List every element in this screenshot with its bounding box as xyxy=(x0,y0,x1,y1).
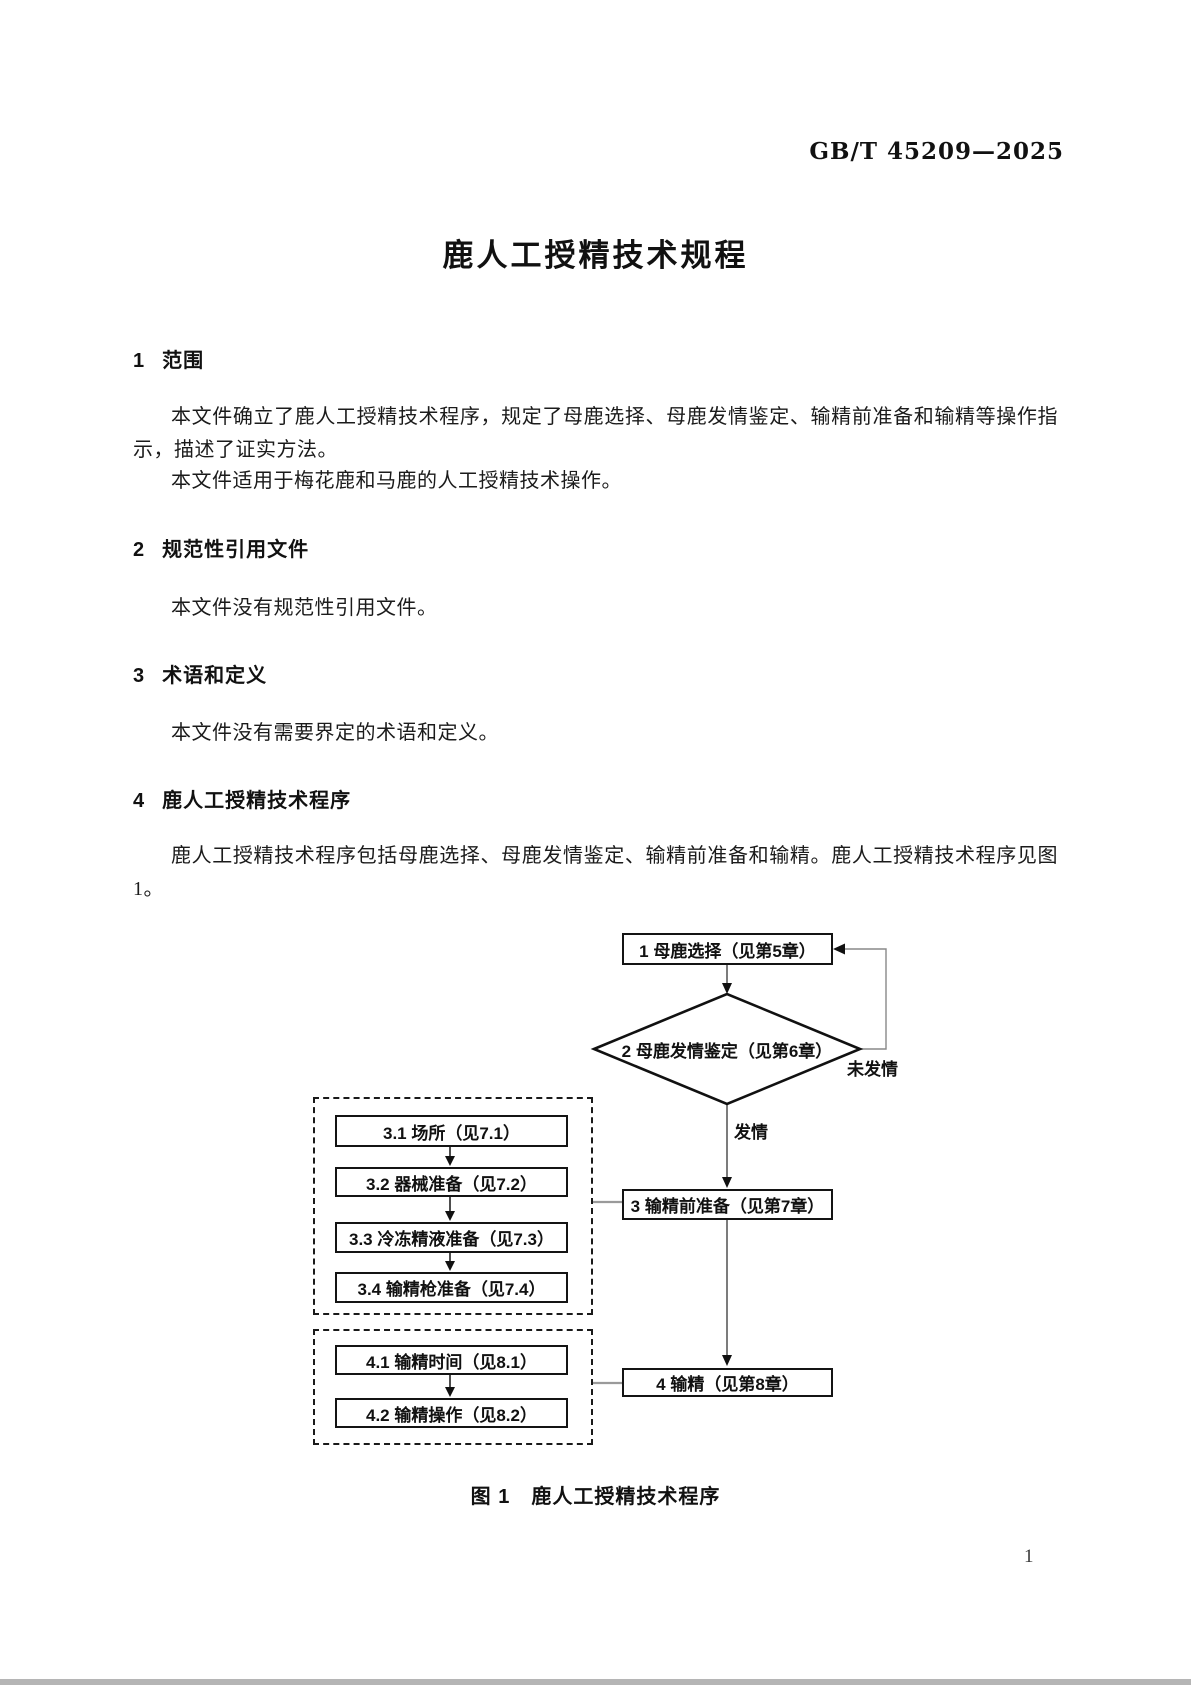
flow-node-doe-selection: 1 母鹿选择（见第5章） xyxy=(622,933,833,965)
flow-node-estrus-identification: 2 母鹿发情鉴定（见第6章） xyxy=(621,1041,833,1061)
scan-edge-artifact xyxy=(0,1679,1191,1685)
flow-node-pre-insemination-prep: 3 输精前准备（见第7章） xyxy=(622,1189,833,1220)
flowchart-connectors xyxy=(445,943,887,1397)
section-heading-normative-references: 2 规范性引用文件 xyxy=(133,533,1058,562)
flow-node-site: 3.1 场所（见7.1） xyxy=(335,1115,568,1147)
edge-label-in-estrus: 发情 xyxy=(734,1123,768,1142)
flow-node-insemination-operation: 4.2 输精操作（见8.2） xyxy=(335,1398,568,1428)
figure-caption: 图 1 鹿人工授精技术程序 xyxy=(470,1486,721,1508)
section-heading-scope: 1 范围 xyxy=(133,344,1058,373)
flowchart-figure: 1 母鹿选择（见第5章） 2 母鹿发情鉴定（见第6章） 未发情 发情 3 输精前… xyxy=(0,900,1191,1460)
paragraph: 本文件确立了鹿人工授精技术程序，规定了母鹿选择、母鹿发情鉴定、输精前准备和输精等… xyxy=(133,406,1058,461)
flow-node-insemination-time: 4.1 输精时间（见8.1） xyxy=(335,1345,568,1375)
paragraph: 鹿人工授精技术程序包括母鹿选择、母鹿发情鉴定、输精前准备和输精。鹿人工授精技术程… xyxy=(133,845,1058,900)
section-number: 4 xyxy=(133,790,145,812)
decision-diamond-shape xyxy=(590,992,864,1106)
prep-steps-group-frame xyxy=(313,1097,593,1315)
paragraph: 本文件没有需要界定的术语和定义。 xyxy=(171,722,499,744)
document-title: 鹿人工授精技术规程 xyxy=(442,238,749,273)
flow-node-insemination-gun-prep: 3.4 输精枪准备（见7.4） xyxy=(335,1272,568,1303)
section-heading-text: 鹿人工授精技术程序 xyxy=(162,790,352,812)
section-heading-terms-definitions: 3 术语和定义 xyxy=(133,659,1058,688)
paragraph: 本文件没有规范性引用文件。 xyxy=(171,597,438,619)
section-heading-text: 范围 xyxy=(162,350,205,372)
section-heading-text: 术语和定义 xyxy=(162,665,268,687)
edge-label-not-in-estrus: 未发情 xyxy=(847,1060,898,1079)
section-heading-ai-procedure: 4 鹿人工授精技术程序 xyxy=(133,784,1058,813)
insemination-steps-group-frame xyxy=(313,1329,593,1445)
flow-node-insemination: 4 输精（见第8章） xyxy=(622,1368,833,1397)
flow-node-frozen-semen-prep: 3.3 冷冻精液准备（见7.3） xyxy=(335,1222,568,1253)
paragraph: 本文件适用于梅花鹿和马鹿的人工授精技术操作。 xyxy=(171,470,622,492)
standard-code: GB/T 45209—2025 xyxy=(809,138,1064,165)
section-number: 3 xyxy=(133,665,145,687)
section-number: 2 xyxy=(133,539,145,561)
section-number: 1 xyxy=(133,350,145,372)
flow-node-instrument-prep: 3.2 器械准备（见7.2） xyxy=(335,1167,568,1197)
page-number: 1 xyxy=(1024,1546,1034,1567)
section-heading-text: 规范性引用文件 xyxy=(162,539,310,561)
